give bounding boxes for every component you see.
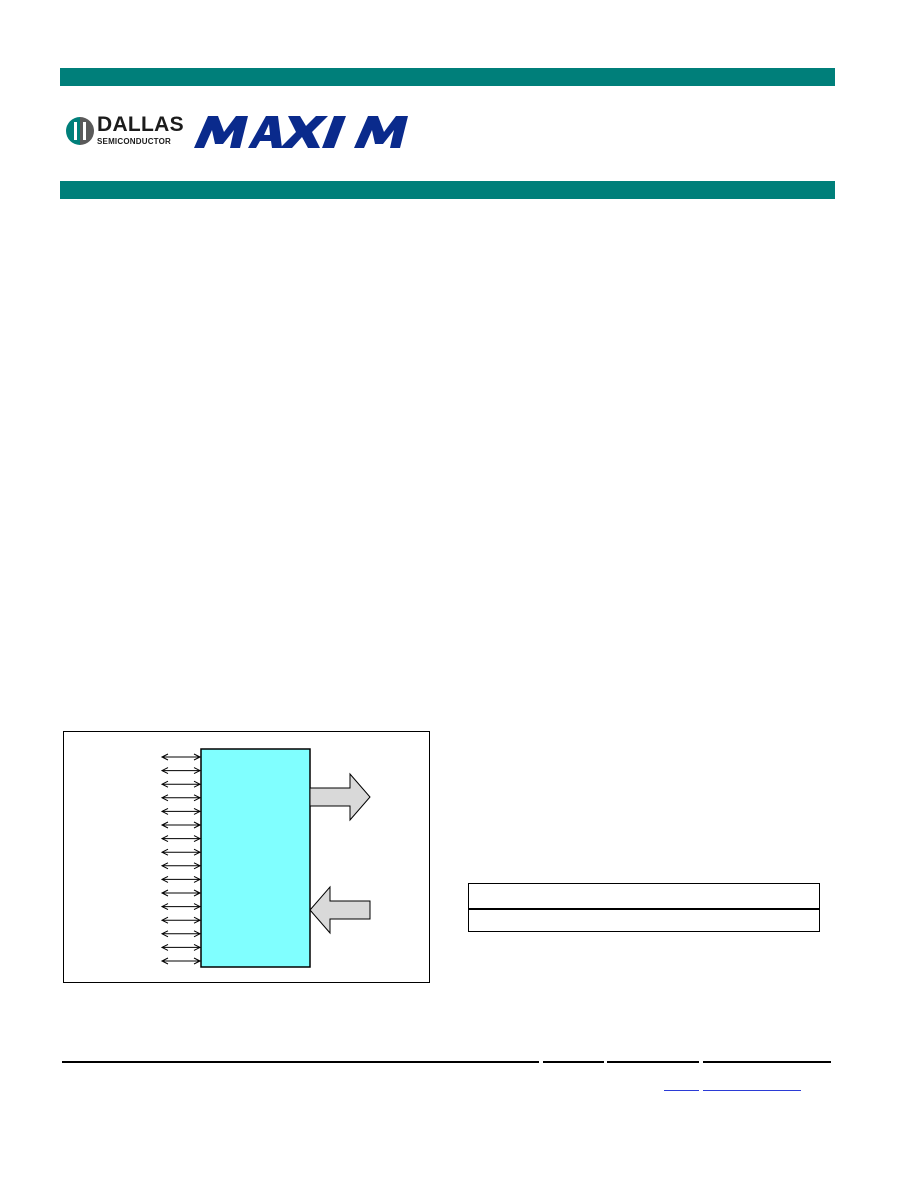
logo-semiconductor-text: SEMICONDUCTOR xyxy=(97,137,172,146)
io-line xyxy=(160,957,202,965)
footer-rule-1 xyxy=(62,1061,539,1063)
output-arrow xyxy=(309,772,371,822)
io-line xyxy=(160,753,202,761)
table-row xyxy=(469,884,819,908)
io-line xyxy=(160,943,202,951)
company-logo: DALLAS SEMICONDUCTOR xyxy=(62,112,414,152)
io-line xyxy=(160,848,202,856)
maxim-wordmark xyxy=(194,116,408,148)
block-diagram xyxy=(63,731,430,983)
io-line xyxy=(160,903,202,911)
dallas-logo-icon xyxy=(66,117,94,145)
io-line xyxy=(160,780,202,788)
header-bottom-bar xyxy=(60,181,835,199)
io-line-group xyxy=(160,753,202,965)
io-line xyxy=(160,862,202,870)
io-line xyxy=(160,889,202,897)
io-line xyxy=(160,930,202,938)
table-row xyxy=(469,908,819,932)
io-line xyxy=(160,916,202,924)
header-top-bar xyxy=(60,68,835,86)
io-line xyxy=(160,821,202,829)
block-diagram-canvas xyxy=(160,748,371,968)
io-line xyxy=(160,794,202,802)
io-line xyxy=(160,767,202,775)
chip-block xyxy=(200,748,311,968)
footer-link-underline-2[interactable] xyxy=(703,1090,801,1091)
io-line xyxy=(160,835,202,843)
io-line xyxy=(160,875,202,883)
footer-link-underline-1[interactable] xyxy=(664,1090,699,1091)
footer-rule-2 xyxy=(543,1061,604,1063)
io-line xyxy=(160,807,202,815)
info-table xyxy=(468,883,820,932)
logo-dallas-text: DALLAS xyxy=(97,113,184,136)
input-arrow xyxy=(309,885,371,935)
footer-rule-3 xyxy=(607,1061,699,1063)
footer-rule-4 xyxy=(703,1061,831,1063)
